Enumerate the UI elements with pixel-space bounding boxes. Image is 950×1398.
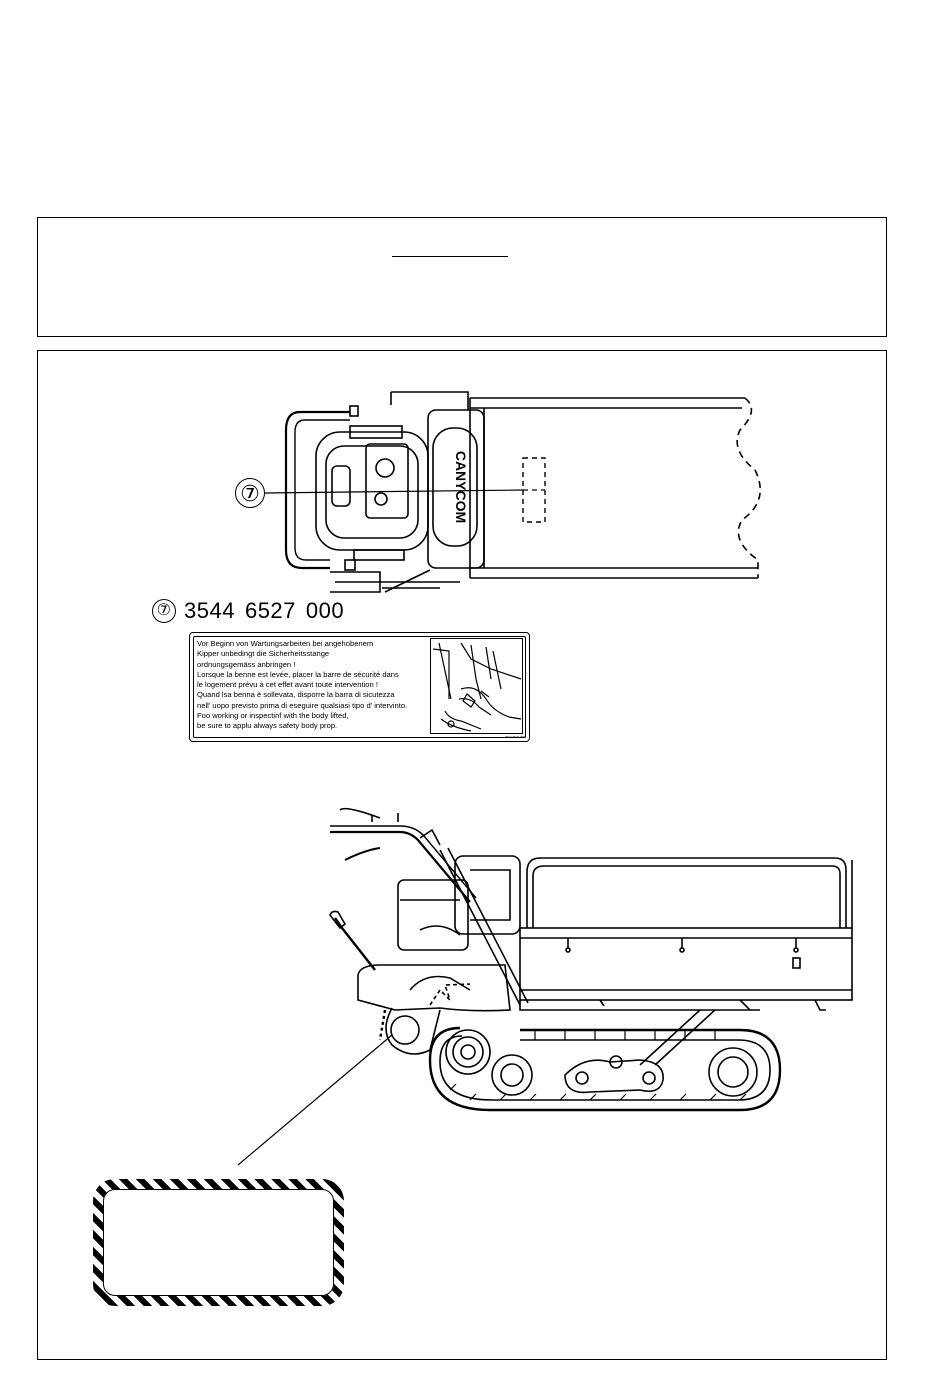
header-frame: [37, 217, 887, 337]
safety-label-text: Vor Beginn von Wartungsarbeiten bei ange…: [197, 639, 408, 731]
safety-prop-pictogram: [430, 638, 523, 734]
warning-sticker-frame: [93, 1179, 344, 1306]
safety-label: Vor Beginn von Wartungsarbeiten bei ange…: [189, 632, 530, 742]
brand-logo: CANYCOM: [453, 451, 469, 523]
content-frame: [37, 350, 887, 1360]
warning-sticker-inner-border: [103, 1189, 334, 1296]
safety-label-inner-border: [193, 636, 526, 738]
header-title-underline: [392, 256, 508, 257]
safety-label-code: 3544 6527 000: [504, 735, 525, 739]
callout-number-top: ⑦: [235, 478, 265, 508]
part-callout: ⑦: [152, 599, 176, 623]
callout-leader-top: [264, 489, 524, 494]
callout-leader-side: [237, 1034, 393, 1166]
